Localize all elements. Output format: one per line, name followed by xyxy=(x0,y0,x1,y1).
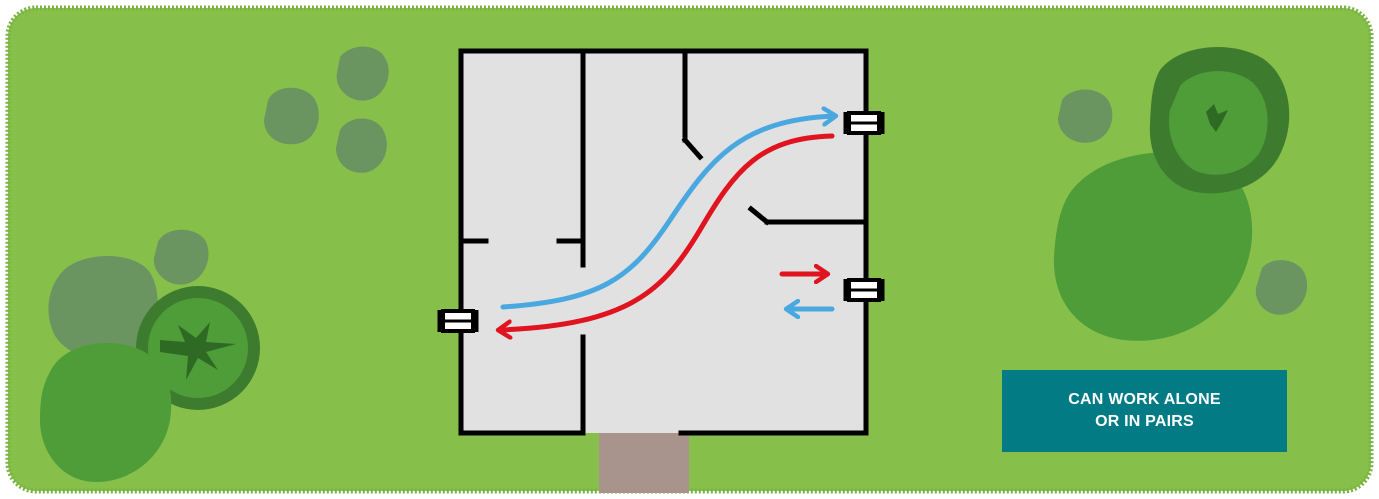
bush-icon xyxy=(336,46,389,101)
vent-unit-icon xyxy=(843,111,885,135)
tree-icon xyxy=(40,343,172,482)
bush-icon xyxy=(153,229,209,285)
tree-icon xyxy=(1053,152,1253,341)
info-label-line-2: OR IN PAIRS xyxy=(1095,413,1194,430)
tree-icon xyxy=(1149,46,1290,194)
bush-icon xyxy=(48,255,158,359)
info-label-line-1: CAN WORK ALONE xyxy=(1068,391,1221,408)
bush-icon xyxy=(1255,260,1308,315)
entrance-path xyxy=(599,433,689,493)
vent-unit-icon xyxy=(437,309,479,333)
airflow-arrow-icon xyxy=(500,116,834,310)
info-label: CAN WORK ALONE OR IN PAIRS xyxy=(1002,370,1287,452)
bush-icon xyxy=(264,87,319,145)
bush-icon xyxy=(336,118,387,173)
house-floor xyxy=(461,51,866,433)
airflow-arrow-icon xyxy=(500,133,835,330)
vent-unit-icon xyxy=(843,278,885,302)
tree-icon xyxy=(136,286,260,410)
bush-icon xyxy=(1058,89,1113,143)
